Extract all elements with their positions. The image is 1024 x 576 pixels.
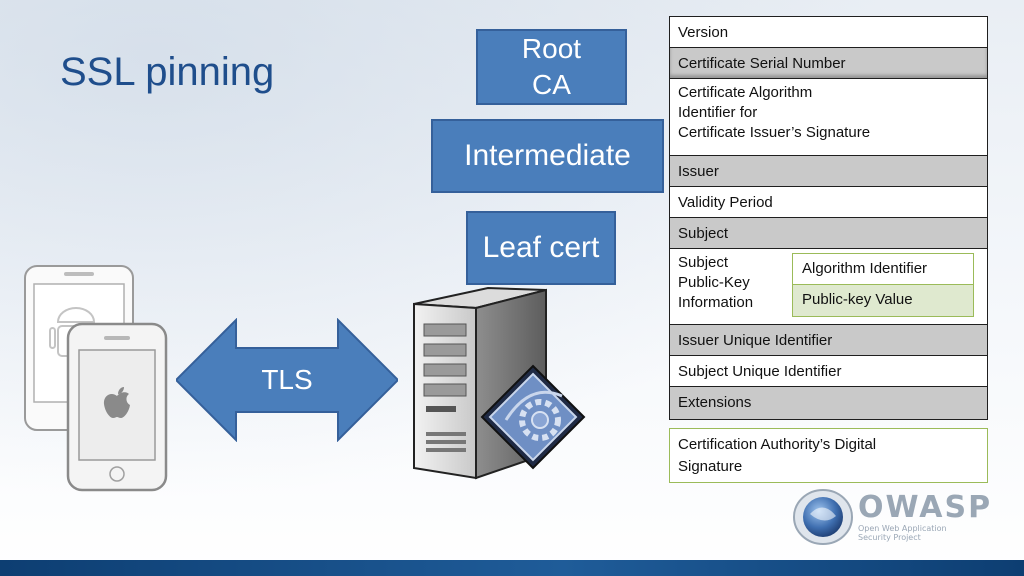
- certificate-structure-table: Version Certificate Serial Number Certif…: [669, 16, 988, 420]
- field-version: Version: [670, 17, 987, 48]
- iphone: [66, 322, 170, 494]
- public-key-info-subtable: Algorithm Identifier Public-key Value: [792, 253, 974, 317]
- field-signature-algorithm: Certificate Algorithm Identifier for Cer…: [670, 79, 987, 156]
- owasp-logo: OWASP Open Web Application Security Proj…: [792, 486, 992, 548]
- owasp-globe-icon: [793, 489, 853, 545]
- intermediate-label: Intermediate: [464, 139, 631, 172]
- field-issuer: Issuer: [670, 156, 987, 187]
- tls-label: TLS: [261, 364, 313, 395]
- bottom-bar: [0, 560, 1024, 576]
- certificate-badge: [478, 362, 588, 472]
- ca-signature-box: Certification Authority’s Digital Signat…: [669, 428, 988, 483]
- root-ca-label: Root CA: [521, 33, 582, 100]
- tls-connection: TLS: [174, 317, 400, 443]
- owasp-tagline: Open Web Application Security Project: [858, 524, 947, 542]
- intermediate-box: Intermediate: [431, 119, 664, 193]
- field-issuer-unique-id: Issuer Unique Identifier: [670, 325, 987, 356]
- owasp-wordmark: OWASP: [858, 490, 993, 525]
- subfield-public-key-value: Public-key Value: [793, 285, 973, 316]
- field-serial-number: Certificate Serial Number: [670, 48, 987, 79]
- root-ca-box: Root CA: [476, 29, 627, 105]
- leaf-cert-label: Leaf cert: [482, 231, 600, 264]
- iphone-icon: [66, 322, 168, 492]
- leaf-cert-box: Leaf cert: [466, 211, 616, 285]
- field-subject: Subject: [670, 218, 987, 249]
- certificate-gear-icon: [480, 364, 586, 470]
- subfield-algorithm-identifier: Algorithm Identifier: [793, 254, 973, 285]
- field-validity-period: Validity Period: [670, 187, 987, 218]
- field-subject-public-key-info: Subject Public-Key Information Algorithm…: [670, 249, 987, 325]
- slide-title: SSL pinning: [60, 50, 275, 94]
- field-extensions: Extensions: [670, 387, 987, 419]
- field-subject-unique-id: Subject Unique Identifier: [670, 356, 987, 387]
- spki-label: Subject Public-Key Information: [678, 254, 754, 311]
